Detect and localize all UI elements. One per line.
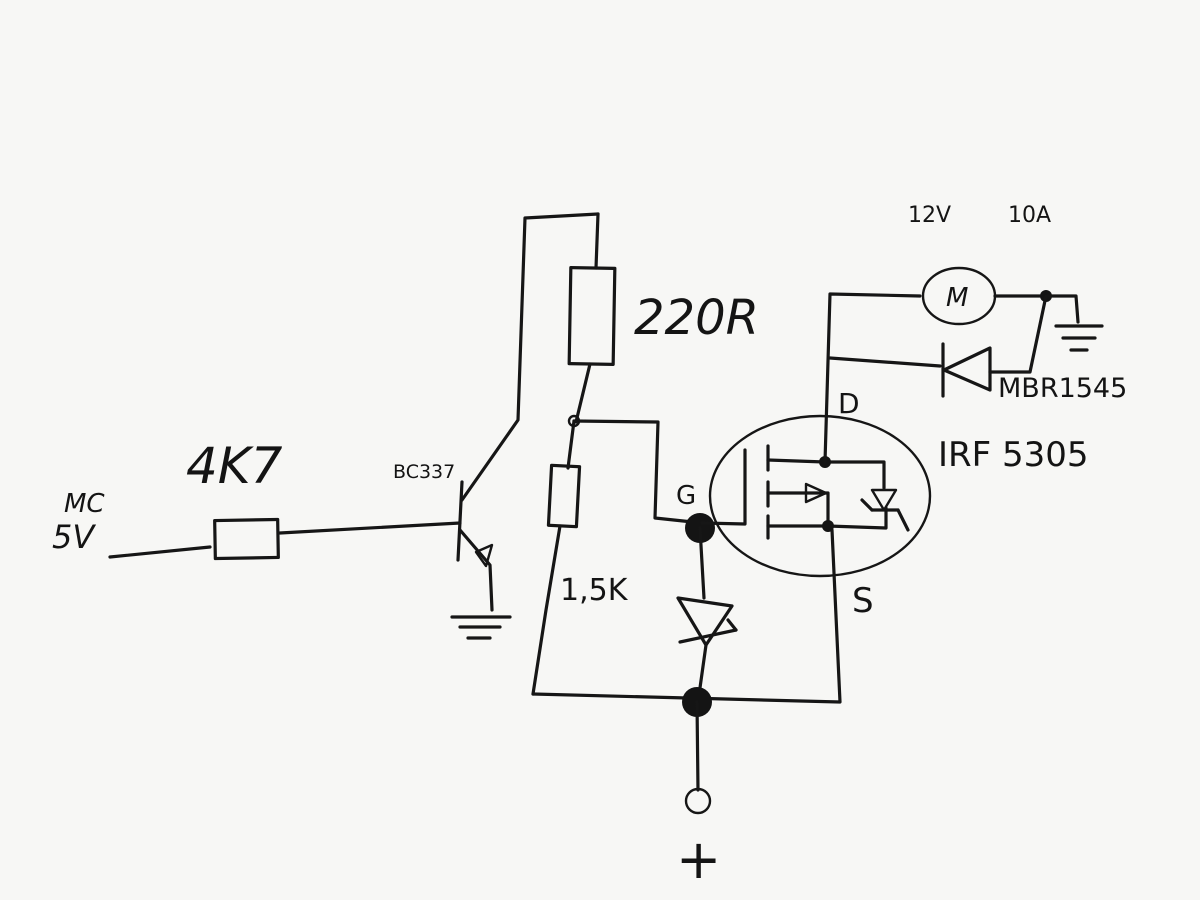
bottom-wire (531, 528, 842, 704)
label-source: S (852, 581, 874, 621)
wire-1k5-bottom (531, 524, 562, 696)
wire-to-ground (1044, 294, 1080, 324)
label-1k5: 1,5K (560, 573, 629, 608)
label-220r: 220R (634, 290, 759, 346)
ground-symbol-motor (1054, 324, 1104, 352)
label-12v: 12V (908, 203, 951, 228)
label-motor: M (946, 283, 968, 313)
wire-node-to-gate (572, 419, 704, 525)
label-5v: 5V (52, 518, 96, 556)
label-irf5305: IRF 5305 (938, 435, 1089, 475)
input-wire (108, 545, 212, 559)
wire-gate-zener (698, 526, 706, 600)
resistor-1k5 (546, 463, 582, 529)
diode-mbr1545 (941, 342, 992, 398)
resistor-220r (567, 266, 617, 366)
base-wire (278, 521, 462, 535)
wire-to-plus (695, 700, 700, 792)
plus-terminal (684, 787, 712, 815)
wire-diode-right (988, 294, 1048, 374)
mosfet-irf5305 (700, 414, 932, 578)
label-plus: + (676, 828, 721, 891)
resistor-4k7 (213, 517, 280, 561)
label-drain: D (838, 387, 860, 420)
wire-1k5-top (566, 419, 576, 470)
zener-diode (676, 596, 738, 647)
label-10a: 10A (1008, 203, 1051, 228)
bc337-transistor (456, 212, 600, 612)
wire-drain (823, 292, 922, 464)
wire-diode-left (828, 356, 942, 368)
label-mbr1545: MBR1545 (998, 373, 1127, 404)
label-4k7: 4K7 (186, 437, 283, 495)
label-mc: MC (64, 489, 105, 519)
label-gate: G (676, 481, 696, 511)
ground-symbol-bc337 (450, 615, 512, 640)
wire-220r-top (594, 212, 600, 270)
wire-220r-bottom (574, 362, 592, 424)
label-bc337: BC337 (393, 461, 455, 483)
